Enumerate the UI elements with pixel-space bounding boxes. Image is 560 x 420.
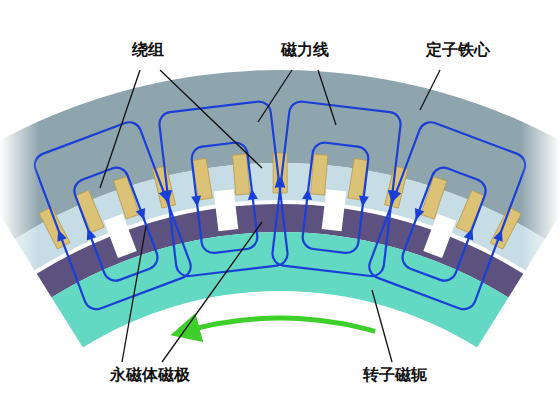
flux-line	[27, 117, 199, 314]
leader-line	[160, 70, 262, 168]
part-label: 磁力线	[279, 40, 331, 60]
magnet-gap	[214, 189, 239, 231]
leader-line	[258, 70, 292, 122]
leader-line	[318, 70, 336, 125]
winding	[311, 154, 328, 195]
part-label: 转子磁轭	[361, 365, 429, 385]
flux-line	[296, 141, 374, 255]
flux-line	[66, 163, 165, 286]
magnet-gap	[104, 214, 137, 258]
winding	[490, 207, 521, 249]
flux-line	[361, 117, 533, 314]
part-label: 绕组	[130, 40, 166, 60]
winding	[39, 207, 70, 249]
winding	[76, 190, 104, 232]
leader-line	[372, 290, 392, 362]
winding	[233, 154, 250, 195]
leader-line	[420, 70, 440, 110]
magnet-gap	[322, 189, 347, 231]
leader-lines	[100, 70, 440, 362]
motor-section	[0, 70, 560, 348]
winding	[456, 190, 484, 232]
leader-line	[162, 222, 262, 362]
part-label: 永磁体磁极	[108, 365, 192, 385]
part-label: 定子铁心	[424, 40, 492, 60]
leader-line	[122, 226, 146, 362]
rotation-arrow	[185, 318, 375, 331]
magnet-gap	[423, 214, 456, 258]
flux-line	[266, 100, 407, 278]
leader-line	[100, 70, 140, 188]
flux-line	[394, 163, 493, 286]
